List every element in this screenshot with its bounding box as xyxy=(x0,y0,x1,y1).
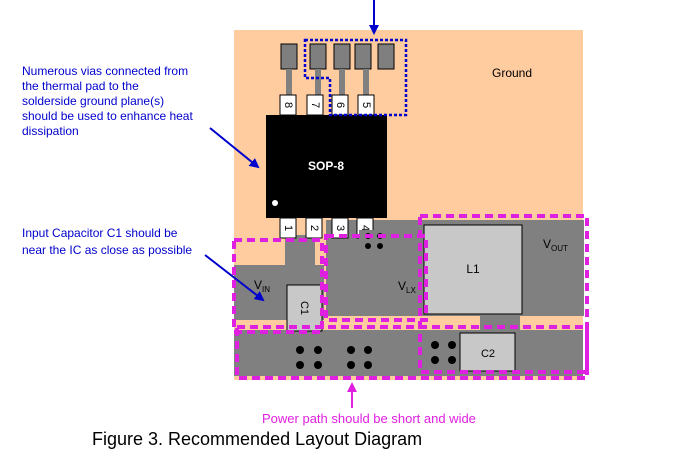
via xyxy=(347,346,355,354)
inductor-l1 xyxy=(423,224,523,315)
power-path-highlights xyxy=(232,214,589,380)
top-pins: 8 7 6 5 xyxy=(279,94,375,116)
pad-top-1 xyxy=(280,43,298,70)
pin-4-label: 4 xyxy=(359,225,371,231)
via xyxy=(365,243,371,249)
via xyxy=(448,341,456,349)
vias-note-line-5: dissipation xyxy=(22,124,79,138)
via xyxy=(364,346,372,354)
vias-note: Numerous vias connected from the thermal… xyxy=(22,64,196,138)
top-pads xyxy=(280,43,395,95)
vin-label: V IN xyxy=(254,278,270,294)
vout-label: V OUT xyxy=(543,237,568,253)
figure-caption: Figure 3. Recommended Layout Diagram xyxy=(92,429,422,449)
input-cap-note-line-1: Input Capacitor C1 should be xyxy=(22,226,178,240)
via xyxy=(296,346,304,354)
trace-top-8 xyxy=(286,69,292,95)
chip-body xyxy=(266,115,387,218)
vin-trace xyxy=(285,235,315,280)
via-block-pad xyxy=(359,230,389,254)
c1-label: C1 xyxy=(298,301,310,315)
via xyxy=(314,361,322,369)
chip-label: SOP-8 xyxy=(308,159,344,173)
thermal-pins-highlight xyxy=(303,38,408,117)
vlx-highlight xyxy=(324,234,428,322)
pin3-trace xyxy=(331,236,351,266)
via xyxy=(364,361,372,369)
c2-label: C2 xyxy=(481,348,495,360)
vias-note-line-3: solderside ground plane(s) xyxy=(22,94,164,108)
vias-note-line-2: the thermal pad to the xyxy=(22,79,139,93)
vlx-label: V LX xyxy=(398,279,416,295)
via xyxy=(314,346,322,354)
via xyxy=(347,361,355,369)
trace-top-7 xyxy=(315,69,321,95)
l1-label: L1 xyxy=(466,262,480,276)
via xyxy=(431,356,439,364)
capacitor-c1 xyxy=(286,284,323,332)
pin-2-label: 2 xyxy=(308,225,320,231)
vin-highlight xyxy=(232,238,324,334)
power-path-vias xyxy=(296,341,456,369)
vlx-subscript: LX xyxy=(406,286,416,295)
capacitor-c2 xyxy=(459,332,516,372)
vout-highlight xyxy=(418,214,589,374)
vin-subscript: IN xyxy=(262,285,270,294)
input-cap-arrow xyxy=(204,254,265,302)
power-path-note: Power path should be short and wide xyxy=(262,411,476,426)
pin-7-label: 7 xyxy=(309,102,321,108)
pin1-marker xyxy=(272,200,278,206)
vias-note-line-4: should be used to enhance heat xyxy=(22,109,193,123)
power-path-copper xyxy=(234,330,583,376)
vlx-letter: V xyxy=(398,279,406,293)
c2-bridge xyxy=(480,316,520,332)
trace-top-6 xyxy=(339,69,345,95)
pin-6-label: 6 xyxy=(334,102,346,108)
pad-top-4 xyxy=(354,43,372,70)
pad-top-3 xyxy=(333,43,351,70)
via xyxy=(431,341,439,349)
via xyxy=(448,356,456,364)
pad-top-5 xyxy=(377,43,395,70)
input-cap-note-line-2: near the IC as close as possible xyxy=(22,243,192,257)
vout-letter: V xyxy=(543,237,551,251)
pin-1-label: 1 xyxy=(282,225,294,231)
vias-note-line-1: Numerous vias connected from xyxy=(22,64,188,78)
via xyxy=(296,361,304,369)
pin-8-label: 8 xyxy=(282,102,294,108)
pad-top-2 xyxy=(309,43,327,70)
vias-note-arrow xyxy=(209,127,260,169)
ground-label: Ground xyxy=(492,66,532,80)
trace-top-5 xyxy=(363,69,369,95)
vin-letter: V xyxy=(254,278,262,292)
pin-3-label: 3 xyxy=(334,225,346,231)
pin-5-label: 5 xyxy=(360,102,372,108)
input-cap-note: Input Capacitor C1 should be near the IC… xyxy=(22,226,192,257)
via xyxy=(377,243,383,249)
vout-subscript: OUT xyxy=(551,244,568,253)
power-path-highlight xyxy=(235,325,589,380)
